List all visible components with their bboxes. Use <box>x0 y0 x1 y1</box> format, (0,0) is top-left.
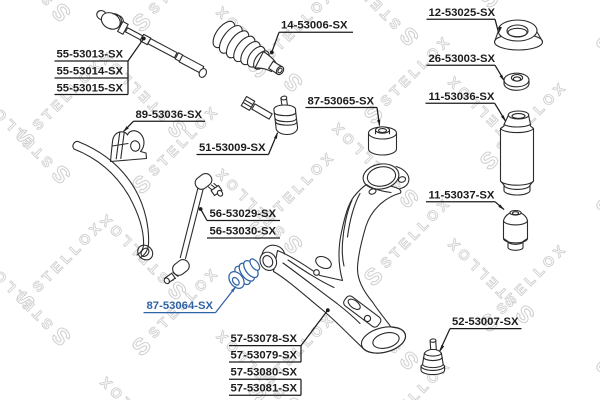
svg-text:57-53080-SX: 57-53080-SX <box>231 367 298 379</box>
svg-text:56-53029-SX: 56-53029-SX <box>210 208 277 220</box>
svg-text:11-53037-SX: 11-53037-SX <box>429 190 495 202</box>
svg-text:55-53015-SX: 55-53015-SX <box>57 83 124 95</box>
svg-text:87-53065-SX: 87-53065-SX <box>308 96 375 108</box>
svg-text:87-53064-SX: 87-53064-SX <box>147 300 214 312</box>
svg-text:12-53025-SX: 12-53025-SX <box>429 7 496 19</box>
svg-text:55-53013-SX: 55-53013-SX <box>57 49 124 61</box>
svg-text:55-53014-SX: 55-53014-SX <box>57 66 124 78</box>
svg-text:14-53006-SX: 14-53006-SX <box>281 20 348 32</box>
svg-text:11-53036-SX: 11-53036-SX <box>429 91 495 103</box>
svg-text:56-53030-SX: 56-53030-SX <box>210 226 277 238</box>
svg-text:89-53036-SX: 89-53036-SX <box>136 109 203 121</box>
svg-text:51-53009-SX: 51-53009-SX <box>199 142 266 154</box>
svg-text:57-53078-SX: 57-53078-SX <box>231 333 298 345</box>
svg-text:57-53079-SX: 57-53079-SX <box>231 350 298 362</box>
svg-text:52-53007-SX: 52-53007-SX <box>452 316 519 328</box>
svg-text:26-53003-SX: 26-53003-SX <box>429 53 496 65</box>
svg-text:57-53081-SX: 57-53081-SX <box>231 383 298 395</box>
